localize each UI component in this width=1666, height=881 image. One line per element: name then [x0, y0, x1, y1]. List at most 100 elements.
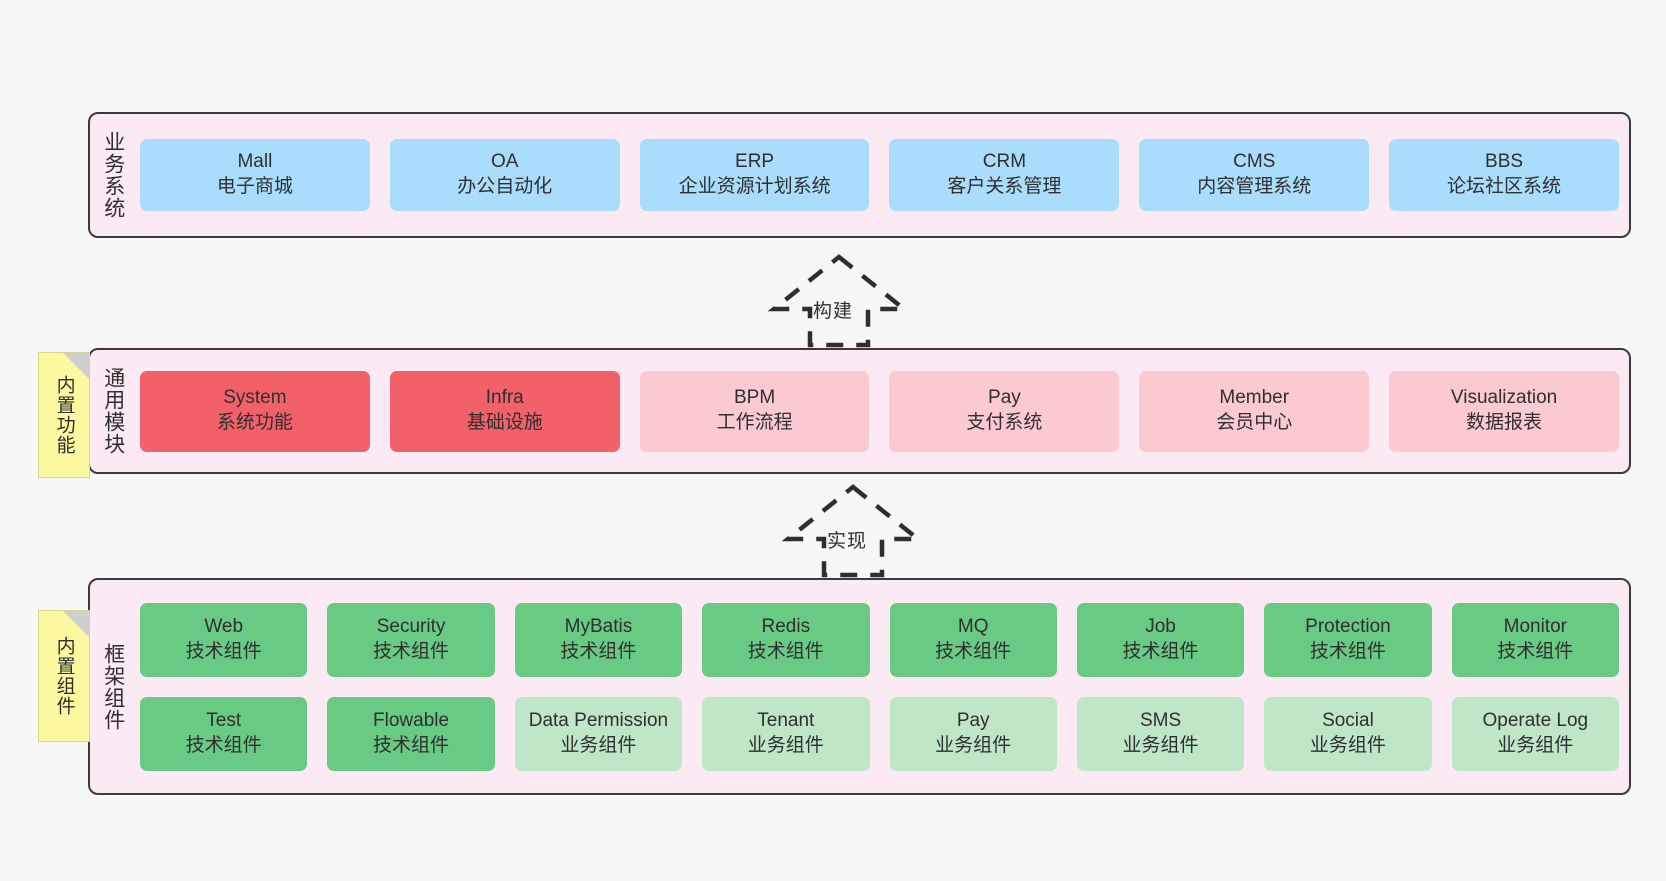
- sticky-fold-corner-icon: [63, 611, 89, 637]
- node-system-en: System: [223, 387, 287, 409]
- node-bpm-cn: 工作流程: [716, 412, 793, 433]
- node-bpm[interactable]: BPM 工作流程: [639, 370, 870, 452]
- node-monitor-cn: 技术组件: [1497, 640, 1574, 662]
- node-job-en: Job: [1145, 615, 1176, 637]
- node-bbs-en: BBS: [1485, 151, 1524, 173]
- node-erp-en: ERP: [735, 151, 775, 173]
- tag-builtin-function: 内置功能: [38, 352, 90, 478]
- node-member[interactable]: Member 会员中心: [1139, 370, 1370, 452]
- node-flowable[interactable]: Flowable 技术组件: [327, 696, 495, 771]
- node-infra[interactable]: Infra 基础设施: [389, 370, 620, 452]
- layer-body-common: System 系统功能 Infra 基础设施 BPM 工作流程 Pay 支付系统…: [136, 350, 1629, 472]
- node-sms-cn: 业务组件: [1122, 734, 1199, 756]
- framework-row-technical: Web 技术组件 Security 技术组件 MyBatis 技术组件 Redi…: [140, 602, 1619, 677]
- node-visualization-cn: 数据报表: [1466, 412, 1543, 433]
- node-mq[interactable]: MQ 技术组件: [889, 602, 1057, 677]
- node-cms[interactable]: CMS 内容管理系统: [1139, 139, 1370, 211]
- node-crm-cn: 客户关系管理: [947, 176, 1062, 197]
- node-web[interactable]: Web 技术组件: [140, 602, 308, 677]
- node-infra-en: Infra: [485, 387, 524, 409]
- node-redis-cn: 技术组件: [747, 640, 824, 662]
- node-data-permission-cn: 业务组件: [560, 734, 637, 756]
- node-test-cn: 技术组件: [185, 734, 262, 756]
- node-mybatis-cn: 技术组件: [560, 640, 637, 662]
- node-cms-en: CMS: [1233, 151, 1276, 173]
- node-member-en: Member: [1219, 387, 1290, 409]
- node-visualization-en: Visualization: [1450, 387, 1558, 409]
- layer-business-systems: 业务系统 Mall 电子商城 OA 办公自动化 ERP 企业资源计划系统 CRM…: [88, 112, 1631, 238]
- node-test[interactable]: Test 技术组件: [140, 696, 308, 771]
- tag-builtin-function-label: 内置功能: [53, 375, 75, 455]
- node-sms-en: SMS: [1139, 709, 1182, 731]
- node-operate-log-cn: 业务组件: [1497, 734, 1574, 756]
- node-member-cn: 会员中心: [1216, 412, 1293, 433]
- node-sms[interactable]: SMS 业务组件: [1076, 696, 1245, 771]
- node-operate-log-en: Operate Log: [1482, 709, 1589, 731]
- node-pay-common[interactable]: Pay 支付系统: [889, 370, 1120, 452]
- layer-title-business: 业务系统: [101, 131, 125, 219]
- node-system-cn: 系统功能: [216, 412, 293, 433]
- framework-row-business: Test 技术组件 Flowable 技术组件 Data Permission …: [140, 696, 1619, 771]
- tag-builtin-component: 内置组件: [38, 610, 90, 742]
- node-data-permission[interactable]: Data Permission 业务组件: [514, 696, 683, 771]
- node-monitor[interactable]: Monitor 技术组件: [1451, 602, 1619, 677]
- node-social-en: Social: [1322, 709, 1374, 731]
- node-social[interactable]: Social 业务组件: [1264, 696, 1432, 771]
- node-pay-component[interactable]: Pay 业务组件: [889, 696, 1057, 771]
- node-oa-en: OA: [491, 151, 519, 173]
- node-flowable-en: Flowable: [373, 709, 450, 731]
- node-job-cn: 技术组件: [1122, 640, 1199, 662]
- node-cms-cn: 内容管理系统: [1197, 176, 1312, 197]
- node-mall-cn: 电子商城: [216, 176, 293, 197]
- node-security[interactable]: Security 技术组件: [327, 602, 495, 677]
- layer-title-common: 通用模块: [101, 367, 125, 455]
- node-protection[interactable]: Protection 技术组件: [1264, 602, 1432, 677]
- node-mall[interactable]: Mall 电子商城: [140, 139, 370, 211]
- node-pay-common-en: Pay: [988, 387, 1021, 409]
- node-tenant-cn: 业务组件: [747, 734, 824, 756]
- node-mybatis-en: MyBatis: [564, 615, 633, 637]
- node-operate-log[interactable]: Operate Log 业务组件: [1451, 696, 1619, 771]
- node-crm-en: CRM: [982, 151, 1027, 173]
- layer-body-business: Mall 电子商城 OA 办公自动化 ERP 企业资源计划系统 CRM 客户关系…: [136, 114, 1629, 236]
- layer-framework-components: 框架组件 Web 技术组件 Security 技术组件 MyBatis 技术组件…: [88, 578, 1631, 795]
- node-bbs[interactable]: BBS 论坛社区系统: [1389, 139, 1619, 211]
- node-flowable-cn: 技术组件: [373, 734, 450, 756]
- node-web-en: Web: [204, 615, 244, 637]
- node-infra-cn: 基础设施: [466, 412, 543, 433]
- node-pay-common-cn: 支付系统: [966, 412, 1043, 433]
- node-mall-en: Mall: [237, 151, 273, 173]
- node-erp[interactable]: ERP 企业资源计划系统: [639, 139, 870, 211]
- layer-body-framework: Web 技术组件 Security 技术组件 MyBatis 技术组件 Redi…: [136, 580, 1629, 793]
- node-tenant-en: Tenant: [757, 709, 815, 731]
- tag-builtin-component-label: 内置组件: [53, 636, 75, 716]
- node-mq-cn: 技术组件: [935, 640, 1012, 662]
- node-crm[interactable]: CRM 客户关系管理: [889, 139, 1120, 211]
- node-redis-en: Redis: [761, 615, 811, 637]
- node-oa[interactable]: OA 办公自动化: [389, 139, 620, 211]
- node-job[interactable]: Job 技术组件: [1076, 602, 1245, 677]
- node-protection-cn: 技术组件: [1309, 640, 1386, 662]
- node-mybatis[interactable]: MyBatis 技术组件: [514, 602, 683, 677]
- node-security-cn: 技术组件: [373, 640, 450, 662]
- node-system[interactable]: System 系统功能: [140, 370, 370, 452]
- node-tenant[interactable]: Tenant 业务组件: [702, 696, 870, 771]
- node-redis[interactable]: Redis 技术组件: [702, 602, 870, 677]
- layer-title-framework: 框架组件: [101, 642, 125, 731]
- node-oa-cn: 办公自动化: [457, 176, 553, 197]
- business-row: Mall 电子商城 OA 办公自动化 ERP 企业资源计划系统 CRM 客户关系…: [140, 139, 1619, 211]
- dashed-arrow-up-icon: [767, 254, 911, 348]
- node-web-cn: 技术组件: [185, 640, 262, 662]
- layer-common-modules: 通用模块 System 系统功能 Infra 基础设施 BPM 工作流程 Pay…: [88, 348, 1631, 474]
- node-security-en: Security: [376, 615, 446, 637]
- node-social-cn: 业务组件: [1309, 734, 1386, 756]
- node-protection-en: Protection: [1305, 615, 1391, 637]
- node-erp-cn: 企业资源计划系统: [678, 176, 831, 197]
- dashed-arrow-up-icon: [781, 484, 925, 578]
- node-visualization[interactable]: Visualization 数据报表: [1389, 370, 1619, 452]
- node-mq-en: MQ: [957, 615, 989, 637]
- node-test-en: Test: [206, 709, 242, 731]
- node-bbs-cn: 论坛社区系统: [1447, 176, 1562, 197]
- common-row: System 系统功能 Infra 基础设施 BPM 工作流程 Pay 支付系统…: [140, 370, 1619, 452]
